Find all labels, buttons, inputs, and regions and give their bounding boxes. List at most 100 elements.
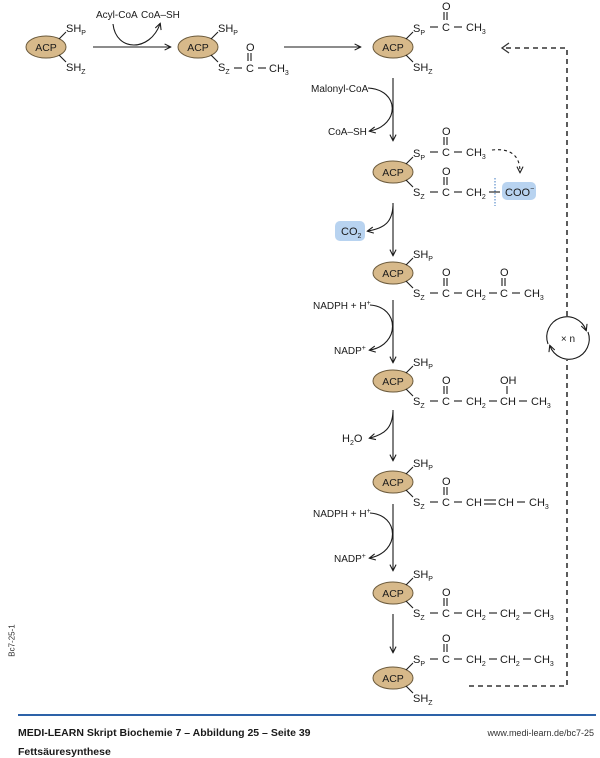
- curved-arrow: [112, 24, 160, 46]
- svg-text:SZ: SZ: [413, 608, 425, 622]
- svg-text:O: O: [442, 1, 451, 13]
- svg-text:O: O: [442, 375, 451, 387]
- acp-complex-free: ACP SHP SHZ: [25, 23, 86, 76]
- cycle-count-label: × n: [561, 334, 575, 345]
- svg-text:CH2: CH2: [466, 608, 486, 622]
- svg-text:CH3: CH3: [529, 497, 549, 511]
- svg-text:SZ: SZ: [413, 187, 425, 201]
- svg-text:CH3: CH3: [466, 147, 486, 161]
- acp-label: ACP: [35, 42, 57, 54]
- svg-text:O: O: [246, 42, 255, 54]
- svg-text:C: C: [442, 187, 450, 199]
- svg-text:C: C: [442, 654, 450, 666]
- svg-text:CO2: CO2: [341, 226, 362, 240]
- acp-protein: [372, 261, 414, 285]
- svg-text:CH2: CH2: [466, 187, 486, 201]
- svg-text:NADP+: NADP+: [334, 345, 366, 357]
- reagent-malonyl-coa: Malonyl-CoA: [311, 84, 369, 95]
- cycle-return-arrowhead: [500, 42, 510, 54]
- acp-protein: [372, 581, 414, 605]
- svg-text:CH2: CH2: [500, 654, 520, 668]
- reaction-malonyl-transfer: Malonyl-CoA CoA–SH: [311, 78, 393, 140]
- acp-complex-acetyl-sp: ACP SP C O CH3 SHZ: [372, 1, 486, 76]
- svg-text:COO−: COO−: [505, 186, 534, 199]
- svg-text:C: C: [442, 396, 450, 408]
- acp-protein: [25, 35, 67, 59]
- acp-label: ACP: [382, 673, 404, 685]
- svg-text:C: C: [442, 147, 450, 159]
- reagent-coa-sh: CoA–SH: [328, 127, 367, 138]
- svg-text:H2O: H2O: [342, 433, 363, 447]
- svg-text:C: C: [246, 63, 254, 75]
- svg-text:C: C: [442, 288, 450, 300]
- reagent-acyl-coa: Acyl-CoA: [96, 10, 138, 21]
- acp-label: ACP: [382, 588, 404, 600]
- svg-text:C: C: [442, 608, 450, 620]
- svg-text:SHZ: SHZ: [413, 62, 433, 76]
- acp-label: ACP: [382, 477, 404, 489]
- acp-label: ACP: [382, 376, 404, 388]
- svg-text:SHZ: SHZ: [66, 62, 86, 76]
- footer-divider: [18, 714, 596, 716]
- svg-text:O: O: [442, 633, 451, 645]
- svg-text:O: O: [442, 166, 451, 178]
- svg-text:CH3: CH3: [531, 396, 551, 410]
- carboxyl-highlight: [502, 182, 536, 200]
- reaction-decarboxylation: CO2: [335, 203, 393, 255]
- acp-label: ACP: [187, 42, 209, 54]
- acp-protein: [372, 160, 414, 184]
- svg-text:CH: CH: [498, 497, 514, 509]
- svg-text:O: O: [442, 587, 451, 599]
- svg-text:SHP: SHP: [413, 458, 433, 472]
- svg-text:CH2: CH2: [466, 288, 486, 302]
- reaction-dehydration: H2O: [342, 410, 393, 460]
- svg-text:NADPH + H+: NADPH + H+: [313, 508, 371, 520]
- reaction-acyl-transfer: Acyl-CoA CoA–SH: [93, 10, 180, 47]
- acp-complex-butyryl-sp: ACP SP C O CH2 CH2 CH3 SHZ: [372, 633, 554, 707]
- fatty-acid-synthesis-diagram: ACP SHP SHZ Acyl-CoA CoA–SH ACP SHP SZ C…: [25, 1, 590, 707]
- svg-text:CH3: CH3: [534, 608, 554, 622]
- acp-protein: [372, 470, 414, 494]
- acp-protein: [177, 35, 219, 59]
- svg-text:CH2: CH2: [466, 396, 486, 410]
- svg-text:NADP+: NADP+: [334, 553, 366, 565]
- svg-text:SHZ: SHZ: [413, 693, 433, 707]
- svg-text:CH: CH: [500, 396, 516, 408]
- svg-text:CH3: CH3: [524, 288, 544, 302]
- acp-label: ACP: [382, 42, 404, 54]
- condensation-arrow: [491, 149, 520, 172]
- svg-text:O: O: [442, 476, 451, 488]
- svg-text:C: C: [500, 288, 508, 300]
- acp-protein: [372, 35, 414, 59]
- reaction-reduction-2: NADPH + H+ NADP+: [313, 504, 393, 570]
- svg-text:SHP: SHP: [413, 249, 433, 263]
- svg-text:CH3: CH3: [534, 654, 554, 668]
- acp-label: ACP: [382, 268, 404, 280]
- reagent-coa-sh: CoA–SH: [141, 10, 180, 21]
- svg-text:O: O: [500, 267, 509, 279]
- svg-text:SZ: SZ: [413, 288, 425, 302]
- repeat-cycle-icon: × n: [546, 316, 590, 360]
- acp-complex-butyryl-sz: ACP SHP SZ C O CH2 CH2 CH3: [372, 569, 554, 622]
- svg-text:SHP: SHP: [413, 357, 433, 371]
- svg-text:CH: CH: [466, 497, 482, 509]
- svg-text:O: O: [442, 267, 451, 279]
- svg-text:SHP: SHP: [218, 23, 238, 37]
- acp-complex-hydroxybutyryl: ACP SHP SZ C O CH2 CH OH CH3: [372, 357, 551, 410]
- svg-text:SHP: SHP: [66, 23, 86, 37]
- svg-text:SHP: SHP: [413, 569, 433, 583]
- figure-url[interactable]: www.medi-learn.de/bc7-25: [487, 728, 594, 738]
- acp-complex-acetoacetyl: ACP SHP SZ C O CH2 C O CH3: [372, 249, 544, 302]
- svg-text:C: C: [442, 22, 450, 34]
- svg-text:SZ: SZ: [218, 62, 230, 76]
- acp-complex-acetyl-sz: ACP SHP SZ C O CH3: [177, 23, 289, 77]
- svg-text:CH3: CH3: [466, 22, 486, 36]
- svg-text:C: C: [442, 497, 450, 509]
- svg-text:SZ: SZ: [413, 396, 425, 410]
- co2-highlight: [335, 221, 365, 241]
- svg-text:SP: SP: [413, 23, 425, 37]
- svg-text:O: O: [442, 126, 451, 138]
- svg-text:SZ: SZ: [413, 497, 425, 511]
- acp-protein: [372, 369, 414, 393]
- svg-text:NADPH + H+: NADPH + H+: [313, 300, 371, 312]
